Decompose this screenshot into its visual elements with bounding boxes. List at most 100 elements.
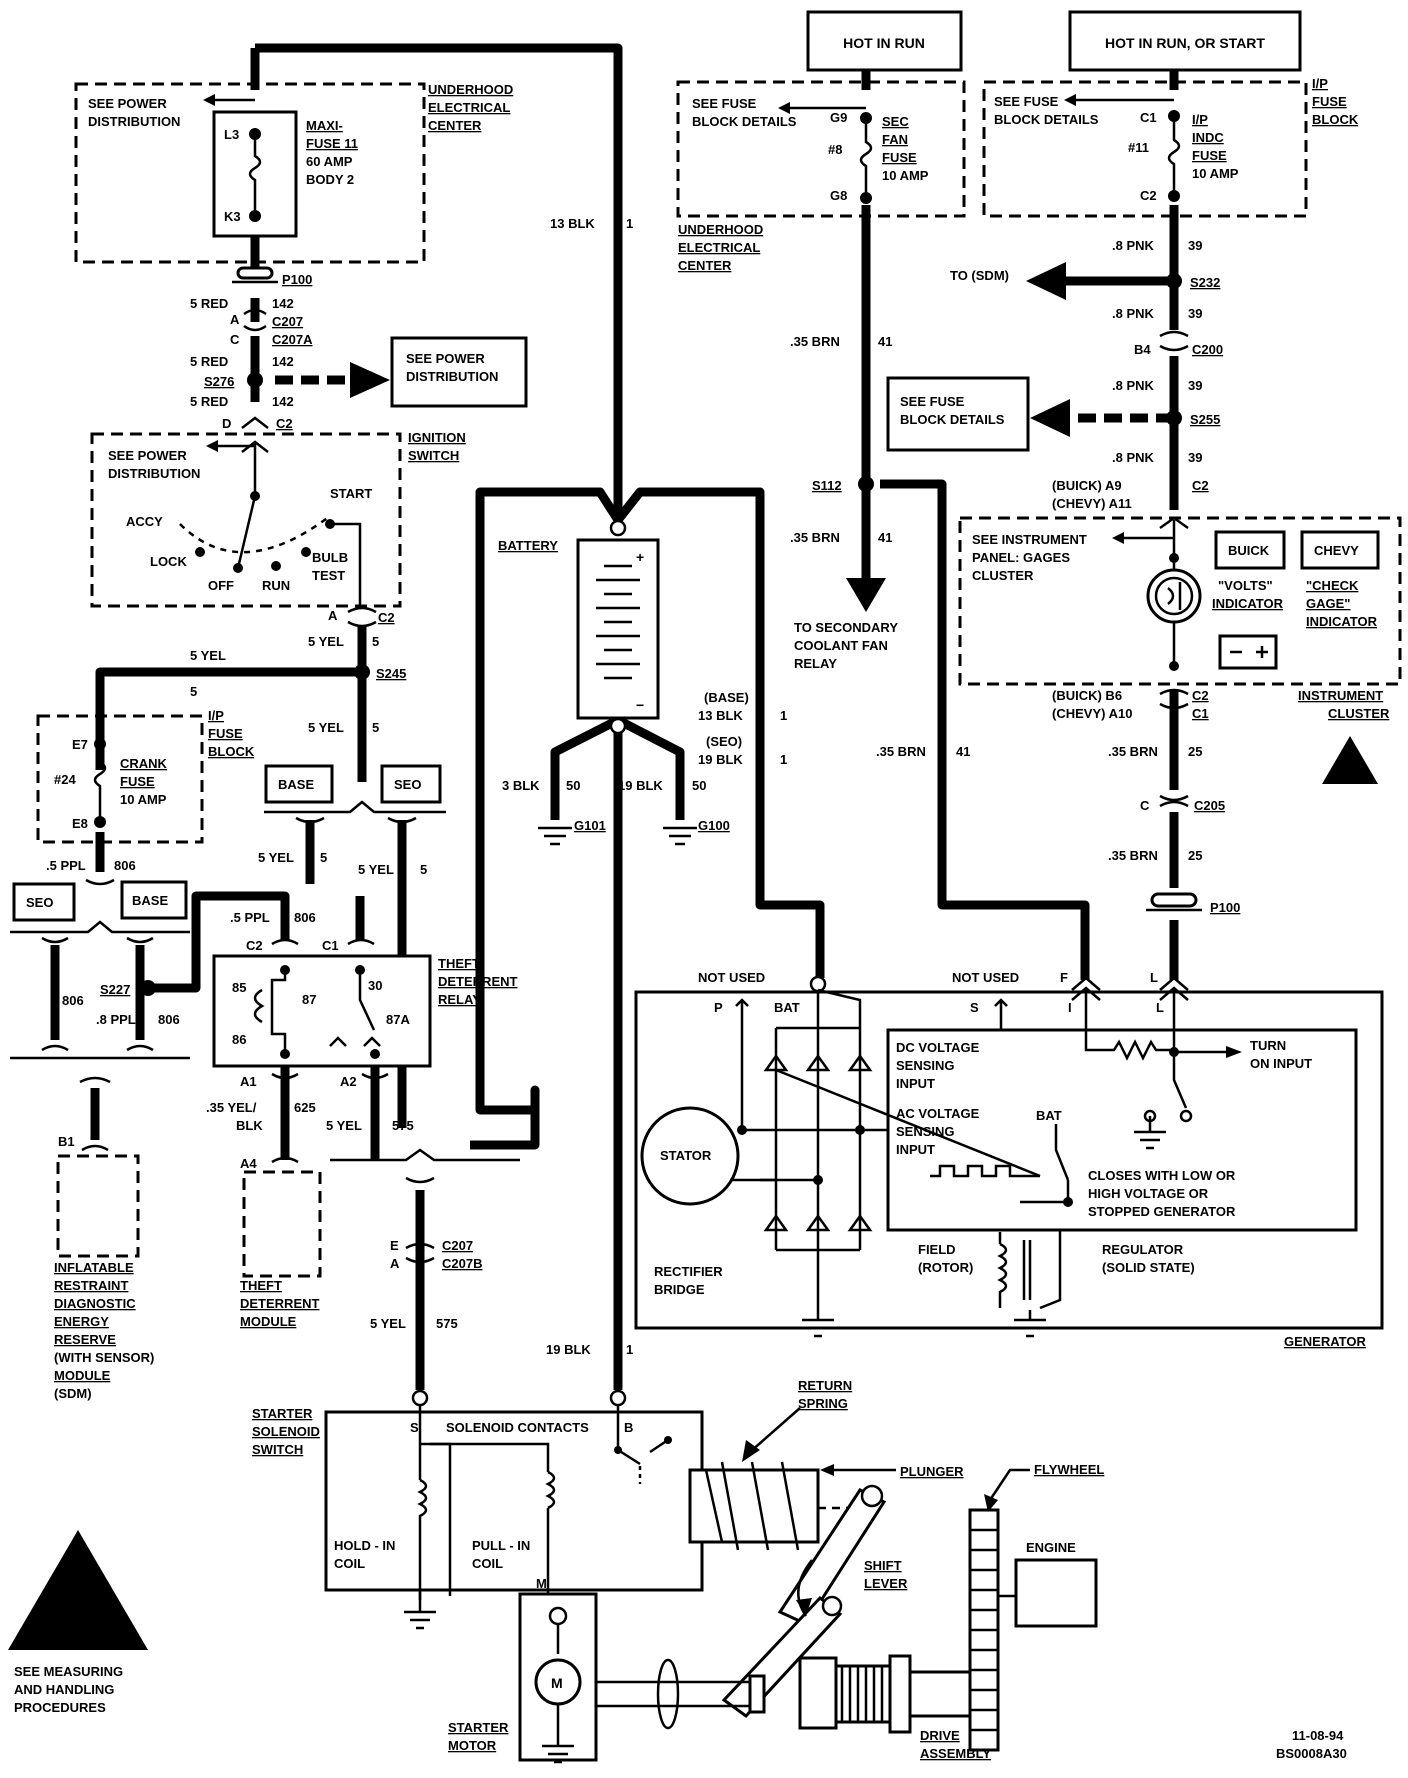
see-fuse-label: SEE FUSE	[900, 394, 965, 409]
pin-30-label: 30	[368, 978, 382, 993]
circuit-142-label: 142	[272, 394, 294, 409]
circuit-39-label: 39	[1188, 378, 1202, 393]
regulator-box	[886, 1028, 1358, 1232]
a1-label: A1	[240, 1074, 257, 1089]
block-details-label: BLOCK DETAILS	[692, 114, 797, 129]
stator	[640, 1106, 740, 1206]
red-wire-section: P100 5 RED 142 A C C207 C207A 5 RED 142 …	[190, 266, 528, 431]
solenoid-title: SOLENOID	[252, 1424, 320, 1439]
bat-label: BAT	[1036, 1108, 1062, 1123]
c205-label: C205	[1194, 798, 1225, 813]
sdm-title-line: INFLATABLE	[54, 1260, 134, 1275]
rectifier-bridge-label: RECTIFIER	[654, 1264, 723, 1279]
relay-box	[212, 954, 432, 1068]
starter-circuit: E A C207 C207B 5 YEL 575 19 BLK 1 STARTE…	[252, 1176, 1104, 1764]
sdm-title-line: MODULE	[54, 1368, 111, 1383]
flywheel-label: FLYWHEEL	[1034, 1462, 1104, 1477]
instrument-cluster: SEE INSTRUMENT PANEL: GAGES CLUSTER BUIC…	[958, 516, 1402, 915]
circuit-1-label: 1	[780, 752, 787, 767]
pin-a-label: A	[328, 608, 338, 623]
fuse-label: FUSE	[1192, 148, 1227, 163]
off-label: OFF	[208, 578, 234, 593]
fuse-block-underhood: SEE FUSE BLOCK DETAILS G9 G8 #8 SEC FAN …	[676, 80, 966, 273]
block-title: BLOCK	[1312, 112, 1359, 127]
ac-sensing-label: AC VOLTAGE	[896, 1106, 980, 1121]
c207-label: C207	[442, 1238, 473, 1253]
regulator-label: (SOLID STATE)	[1102, 1260, 1195, 1275]
pin-l-label: L	[1150, 970, 1158, 985]
base-label: BASE	[132, 893, 168, 908]
pin-c-label: C	[230, 332, 240, 347]
hold-in-coil-label: COIL	[334, 1556, 365, 1571]
yel-wire-section: 5 YEL 5 YEL 5 S245 5 5 YEL 5 BASE SEO 5 …	[190, 634, 446, 877]
lock-label: LOCK	[150, 554, 187, 569]
circuit-1-label: 1	[780, 708, 787, 723]
yel-wire-label: 5 YEL	[258, 850, 294, 865]
s276-label: S276	[204, 374, 234, 389]
fuse-block-ip: SEE FUSE BLOCK DETAILS C1 C2 #11 I/P IND…	[982, 76, 1359, 218]
yel-blk-wire-label: .35 YEL/	[206, 1100, 257, 1115]
circuit-41-label: 41	[878, 334, 892, 349]
block-details-label: BLOCK DETAILS	[900, 412, 1005, 427]
block-details-label: BLOCK DETAILS	[994, 112, 1099, 127]
pnk-wire-label: .8 PNK	[1112, 378, 1155, 393]
instrument-cluster-title: CLUSTER	[1328, 706, 1390, 721]
chevy-a10-label: (CHEVY) A10	[1052, 706, 1132, 721]
pin-d-label: D	[222, 416, 231, 431]
circuit-575-label: 575	[392, 1118, 414, 1133]
p100-label: P100	[282, 272, 312, 287]
s255-label: S255	[1190, 412, 1220, 427]
base-label: (BASE)	[704, 690, 749, 705]
sdm-title-line: (SDM)	[54, 1386, 92, 1401]
closes-label: HIGH VOLTAGE OR	[1088, 1186, 1209, 1201]
hot-in-run-or-start-box	[1068, 10, 1302, 72]
seo-label: (SEO)	[706, 734, 742, 749]
see-instrument-label: PANEL: GAGES	[972, 550, 1070, 565]
solenoid-title: SWITCH	[252, 1442, 303, 1457]
yel-wire-label: 5 YEL	[308, 720, 344, 735]
run-label: RUN	[262, 578, 290, 593]
seo-label: SEO	[394, 777, 421, 792]
fuse-label: FUSE	[120, 774, 155, 789]
see-fuse-label: SEE FUSE	[994, 94, 1059, 109]
esd-handling-icon	[8, 1530, 148, 1650]
pin-bat-label: BAT	[774, 1000, 800, 1015]
pin-m-label: M	[536, 1576, 547, 1591]
secondary-fan-relay-label: TO SECONDARY	[794, 620, 898, 635]
circuit-142-label: 142	[272, 296, 294, 311]
chevy-label: CHEVY	[1314, 543, 1359, 558]
secondary-fan-relay-label: RELAY	[794, 656, 837, 671]
s232-label: S232	[1190, 275, 1220, 290]
battery-plus: +	[636, 549, 644, 565]
pin-85-label: 85	[232, 980, 246, 995]
ip-label: I/P	[1192, 112, 1208, 127]
s276-splice	[247, 372, 263, 388]
hot-in-run-label: HOT IN RUN	[843, 35, 925, 51]
pin-p-label: P	[714, 1000, 723, 1015]
power-sources: HOT IN RUN HOT IN RUN, OR START	[806, 10, 1302, 90]
underhood-label: UNDERHOOD	[678, 222, 763, 237]
underhood-center-outline	[74, 82, 426, 264]
pin-s-label: S	[410, 1420, 419, 1435]
ppl-wire-label: .8 PPL	[96, 1012, 136, 1027]
sdm-title-line: DIAGNOSTIC	[54, 1296, 136, 1311]
circuit-25-label: 25	[1188, 848, 1202, 863]
pnk-wire-label: .8 PNK	[1112, 450, 1155, 465]
switch-title: SWITCH	[408, 448, 459, 463]
s227-splice	[140, 980, 156, 996]
theft-deterrent-relay: .5 PPL 806 C2 C1 85 86 87 30 87A THEFT D…	[206, 910, 520, 1329]
motor-title: MOTOR	[448, 1738, 497, 1753]
c207b-label: C207B	[442, 1256, 482, 1271]
underhood-title: UNDERHOOD	[428, 82, 513, 97]
blk-wire-label: 19 BLK	[618, 778, 663, 793]
yel-wire-label: 5 YEL	[308, 634, 344, 649]
c2-label: C2	[378, 610, 395, 625]
s245-splice	[354, 664, 370, 680]
ignition-switch-outline	[90, 432, 402, 608]
see-instrument-label: CLUSTER	[972, 568, 1034, 583]
base-option-box	[264, 764, 334, 804]
battery-section: BATTERY + − 13 BLK 1 3 BLK 50 19 BLK 50 …	[498, 216, 787, 846]
fan-label: FAN	[882, 132, 908, 147]
see-power-label: SEE POWER	[406, 351, 485, 366]
electrical-label: ELECTRICAL	[678, 240, 760, 255]
